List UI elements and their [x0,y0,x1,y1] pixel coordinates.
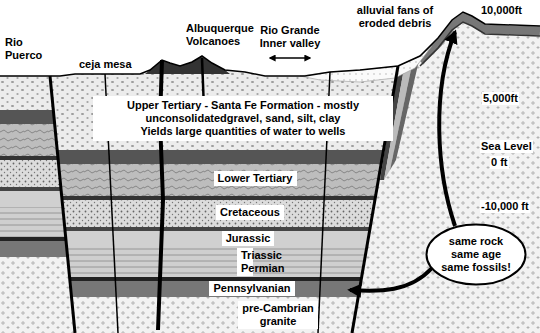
fault-line [50,76,75,333]
mountain-block [340,0,540,333]
elevation-label: -10,000 ft [480,200,530,213]
node-text: Jurassic [226,232,271,245]
valley-width-arrow [270,57,310,59]
callout-arrow [439,32,455,226]
bubble-ellipse [427,224,526,284]
stratum-label: Cretaceous [216,205,284,220]
elevation-label: Sea Level [480,140,533,153]
node-text: Lower Tertiary [218,172,293,185]
node-text: Yields large quantities of water to well… [97,125,389,138]
place-label: Rio Puerco [4,36,14,62]
node-text: Upper Tertiary - Santa Fe Formation - mo… [97,99,389,125]
node-text: pre-Cambrian granite [242,302,314,328]
place-label: ceja mesa [78,58,133,71]
place-label: Albuquerque Volcanoes [185,22,195,48]
stratum-label: Triassic Permian [237,248,253,276]
node-text: Triassic Permian [241,249,249,275]
elevation-label: 0 ft [490,156,509,169]
node-text: Cretaceous [220,206,280,219]
stratum-label: pre-Cambrian granite [238,301,318,329]
stratum-label: Pennsylvanian [209,281,294,296]
dark-layer [420,22,540,66]
formation-box: Upper Tertiary - Santa Fe Formation - mo… [93,96,393,141]
callout-bubble: same rock same age same fossils! [425,223,527,286]
place-label: Rio Grande Inner valley [259,24,322,50]
node-text: same rock same age same fossils! [441,235,511,274]
stratum-label: Lower Tertiary [214,171,297,186]
elevation-label: 10,000ft [480,4,523,17]
place-label: alluvial fans of eroded debris [356,4,435,30]
alluvial-fan [300,46,432,82]
node-text: Pennsylvanian [213,282,290,295]
ground-surface [0,12,540,76]
callout-arrow [350,268,432,291]
stratum-label: Jurassic [222,231,275,246]
elevation-label: 5,000ft [482,92,519,105]
granite-layer [340,0,540,333]
